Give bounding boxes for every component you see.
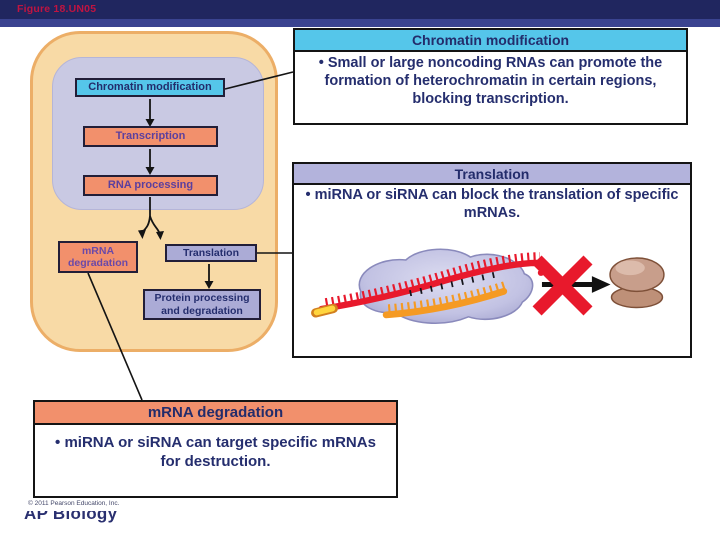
flow-node-transcription: Transcription	[83, 126, 218, 147]
mirna-strand	[382, 287, 508, 319]
arrow-right-head	[591, 276, 611, 293]
title-bar: Figure 18.UN05	[0, 0, 720, 19]
copyright-text: © 2011 Pearson Education, Inc.	[28, 500, 120, 507]
brand-text: AP Biology	[24, 511, 118, 523]
translation-block-illustration	[311, 248, 665, 324]
flow-node-chromatin-modification: Chromatin modification	[75, 78, 225, 97]
callout-translation: Translation • miRNA or siRNA can block t…	[292, 162, 692, 358]
mrna-cap	[313, 305, 336, 316]
callout-chromatin-body: • Small or large noncoding RNAs can prom…	[318, 55, 663, 107]
callout-chromatin-title: Chromatin modification	[295, 30, 686, 52]
callout-mrna-degradation-title: mRNA degradation	[35, 402, 396, 425]
flow-node-rna-processing: RNA processing	[83, 175, 218, 196]
callout-mrna-degradation-body: • miRNA or siRNA can target specific mRN…	[55, 434, 376, 470]
brand-logo-clipped: AP Biology	[24, 511, 224, 526]
callout-mrna-degradation: mRNA degradation • miRNA or siRNA can ta…	[33, 400, 398, 498]
figure-label: Figure 18.UN05	[17, 3, 97, 15]
callout-translation-body: • miRNA or siRNA can block the translati…	[305, 187, 679, 221]
callout-translation-title: Translation	[294, 164, 690, 185]
mirna-strand-teeth	[387, 280, 507, 312]
callout-chromatin-modification: Chromatin modification • Small or large …	[293, 28, 688, 125]
flow-node-protein-processing: Protein processing and degradation	[143, 289, 261, 320]
title-bar-accent	[0, 19, 720, 27]
ribosome	[609, 257, 665, 309]
flow-node-mrna-degradation: mRNA degradation	[58, 241, 138, 273]
blocked-x-icon	[532, 255, 593, 316]
flow-node-translation: Translation	[165, 244, 257, 262]
